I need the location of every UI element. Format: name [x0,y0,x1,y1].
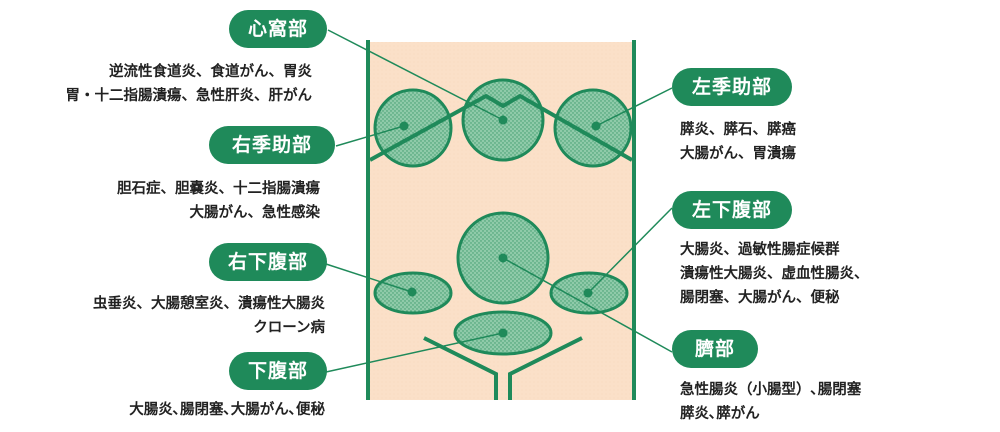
desc-line: 急性腸炎（小腸型）､腸閉塞 [680,382,862,398]
desc-line: 虫垂炎、大腸憩室炎、潰瘍性大腸炎 [93,296,325,312]
connector-epigastric [327,29,504,121]
center-dot [498,115,508,125]
label-right-hypochondriac: 右季助部 [209,126,335,164]
center-dot [591,121,601,131]
label-right-lower: 右下腹部 [209,243,327,281]
desc-hypogastric: 大腸炎､腸閉塞､大腸がん､便秘 [129,398,325,422]
desc-left-lower: 大腸炎、過敏性腸症候群 潰瘍性大腸炎、虚血性腸炎、 腸閉塞、大腸がん、便秘 [680,238,869,310]
desc-line: 大腸炎、過敏性腸症候群 [680,242,840,258]
desc-left-hypochondriac: 膵炎、膵石、膵癌 大腸がん、胃潰瘍 [680,118,796,166]
connector-umbilical [502,257,673,353]
rib-line [369,94,633,162]
desc-line: 大腸がん、急性感染 [189,205,321,221]
desc-line: 膵炎､膵がん [680,406,760,422]
desc-line: 大腸炎､腸閉塞､大腸がん､便秘 [129,402,325,418]
desc-line: 胆石症、胆嚢炎、十二指腸潰瘍 [117,181,320,197]
center-dot [583,288,593,298]
desc-line: クローン病 [253,320,325,336]
desc-line: 逆流性食道炎、食道がん、胃炎 [109,64,312,80]
desc-line: 膵炎、膵石、膵癌 [680,122,796,138]
pelvis-line [423,336,498,400]
label-hypogastric: 下腹部 [229,352,327,390]
connector-right-lower [325,263,413,293]
center-dot [498,253,508,263]
desc-line: 胃・十二指腸潰瘍、急性肝炎、肝がん [65,88,313,104]
label-left-hypochondriac: 左季助部 [672,68,792,106]
label-left-lower: 左下腹部 [672,191,792,229]
connector-left-hypochondriac [595,87,673,127]
desc-right-hypochondriac: 胆石症、胆嚢炎、十二指腸潰瘍 大腸がん、急性感染 [117,177,320,225]
organ-right-hypochondriac [373,88,453,168]
desc-line: 腸閉塞、大腸がん、便秘 [680,290,840,306]
center-dot [498,328,508,338]
pelvis-line [508,336,583,400]
connector-left-lower [587,207,673,294]
center-dot [407,287,417,297]
center-dot [399,121,409,131]
desc-umbilical: 急性腸炎（小腸型）､腸閉塞 膵炎､膵がん [680,378,861,426]
label-epigastric: 心窩部 [229,10,327,48]
desc-epigastric: 逆流性食道炎、食道がん、胃炎 胃・十二指腸潰瘍、急性肝炎、肝がん [66,60,313,108]
desc-right-lower: 虫垂炎、大腸憩室炎、潰瘍性大腸炎 クローン病 [93,292,325,340]
connector-hypogastric [325,332,504,373]
desc-line: 潰瘍性大腸炎、虚血性腸炎、 [680,266,869,282]
connector-right-hypochondriac [335,125,405,147]
label-umbilical: 臍部 [672,330,758,368]
desc-line: 大腸がん、胃潰瘍 [680,146,796,162]
